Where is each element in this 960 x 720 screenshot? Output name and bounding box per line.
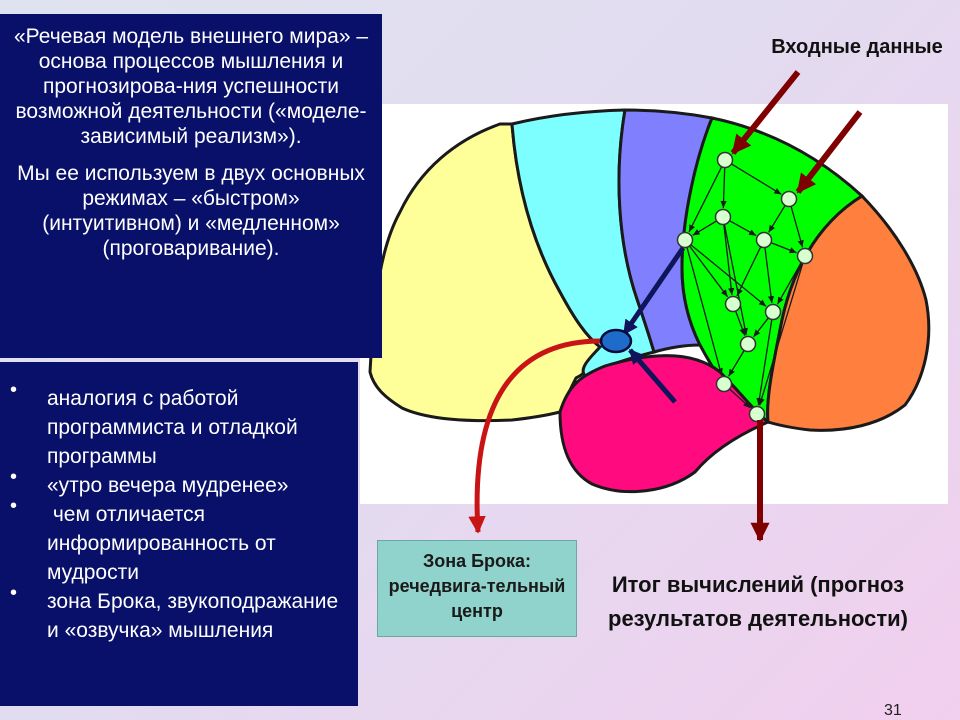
network-edge xyxy=(723,224,735,296)
magenta-to-broca-arrow xyxy=(628,348,677,404)
network-node xyxy=(715,375,733,393)
network-edge xyxy=(692,220,717,236)
network-edge xyxy=(723,224,748,336)
bullet-dot: • xyxy=(10,379,18,401)
bullet-text: зона Брока, звукоподражание и «озвучка» … xyxy=(47,590,339,642)
network-to-broca-arrow xyxy=(621,246,686,336)
network-edge xyxy=(688,166,723,233)
bullet-dot: • xyxy=(10,495,18,517)
network-node xyxy=(748,405,766,423)
network-node xyxy=(764,303,782,321)
network-edge xyxy=(771,242,797,254)
network-node xyxy=(739,335,757,353)
broca-node xyxy=(599,328,633,354)
network-edge xyxy=(729,220,757,237)
intro-paragraph-2: Мы ее используем в двух основных режимах… xyxy=(17,162,365,260)
network-edge xyxy=(764,247,775,304)
input-data-label: Входные данные xyxy=(771,36,943,58)
network-edge xyxy=(731,163,782,195)
intro-text-box: «Речевая модель внешнего мира» – основа … xyxy=(0,14,382,358)
network-node xyxy=(676,231,694,249)
broca-label-box: Зона Брока: речедвига-тельный центр xyxy=(377,540,577,637)
bullet-text: аналогия с работой программиста и отладк… xyxy=(47,387,298,468)
intro-paragraph-1: «Речевая модель внешнего мира» – основа … xyxy=(13,25,369,148)
input-arrow-2 xyxy=(795,110,863,194)
network-edge xyxy=(686,247,723,376)
bullet-item: • аналогия с работой программиста и отла… xyxy=(10,379,348,471)
network-edge xyxy=(768,205,786,233)
network-edge xyxy=(689,246,729,298)
broca-curve-arrow xyxy=(468,338,604,534)
network-nodes xyxy=(676,151,814,423)
network-edge xyxy=(758,263,804,406)
network-edge xyxy=(728,350,745,377)
bullet-item: • чем отличается информированность от му… xyxy=(10,495,348,587)
network-edge xyxy=(736,246,762,297)
network-edge xyxy=(729,388,751,409)
network-edge xyxy=(720,167,727,209)
network-edge xyxy=(753,317,769,338)
bullet-item: • «утро вечера мудренее» xyxy=(10,466,348,500)
network-node xyxy=(796,247,814,265)
network-edge xyxy=(790,206,804,248)
network-node xyxy=(755,231,773,249)
network-edge xyxy=(756,319,773,406)
magenta-region xyxy=(558,354,771,494)
network-node xyxy=(724,295,742,313)
network-node xyxy=(716,151,734,169)
network-edge xyxy=(690,244,767,307)
network-edges xyxy=(686,163,804,409)
bullet-text: «утро вечера мудренее» xyxy=(47,474,289,497)
network-node xyxy=(714,208,732,226)
bullet-dot: • xyxy=(10,582,18,604)
bullet-item: • зона Брока, звукоподражание и «озвучка… xyxy=(10,582,348,645)
page-number: 31 xyxy=(884,702,902,719)
input-arrow-1 xyxy=(730,70,801,155)
network-edge xyxy=(776,262,802,305)
bullet-text: чем отличается информированность от мудр… xyxy=(47,503,282,584)
bullet-list-box: • аналогия с работой программиста и отла… xyxy=(0,362,358,706)
bullet-dot: • xyxy=(10,466,18,488)
network-node xyxy=(780,190,798,208)
result-label: Итог вычислений (прогноз результатов дея… xyxy=(608,572,908,631)
